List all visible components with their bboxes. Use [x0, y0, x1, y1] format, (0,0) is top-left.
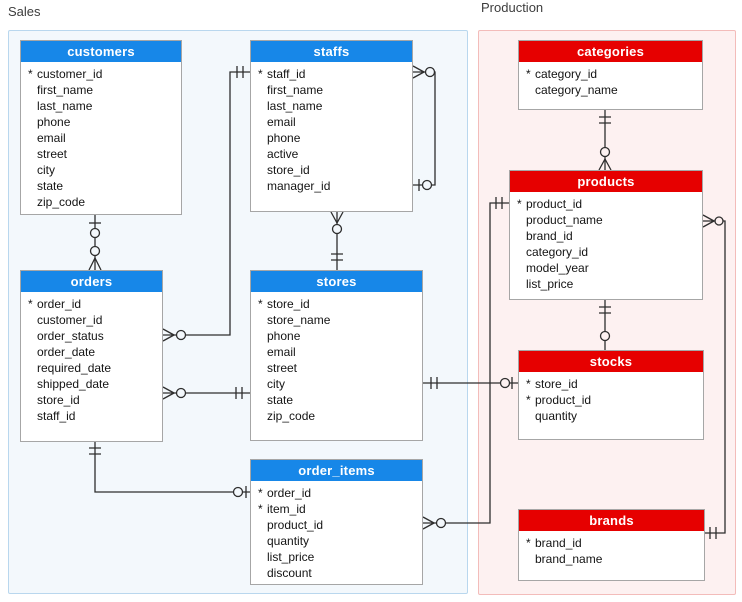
field-row: first_name — [267, 83, 324, 97]
field-row: *store_id — [526, 377, 578, 391]
field-row: *brand_id — [526, 536, 582, 550]
entity-categories-header: categories — [519, 41, 702, 62]
field-row: *staff_id — [258, 67, 306, 81]
field-row: email — [267, 345, 296, 359]
field-row: model_year — [526, 261, 589, 275]
field-row: discount — [267, 566, 312, 580]
field-row: quantity — [267, 534, 310, 548]
field-row: customer_id — [37, 313, 103, 327]
field-row: store_id — [37, 393, 80, 407]
field-row: zip_code — [37, 195, 86, 209]
field-row: shipped_date — [37, 377, 110, 391]
field-row: phone — [267, 131, 301, 145]
field-row: product_name — [526, 213, 603, 227]
field-row: list_price — [526, 277, 574, 291]
field-row: *product_id — [526, 393, 592, 407]
field-row: phone — [37, 115, 71, 129]
field-row: email — [37, 131, 66, 145]
entity-orders-header: orders — [21, 271, 162, 292]
field-row: zip_code — [267, 409, 316, 423]
entity-stores-header: stores — [251, 271, 422, 292]
field-row: phone — [267, 329, 301, 343]
entity-brands[interactable]: brands *brand_id brand_name — [518, 509, 705, 581]
field-row: state — [267, 393, 294, 407]
field-row: store_name — [267, 313, 331, 327]
field-row: brand_name — [535, 552, 603, 566]
field-row: staff_id — [37, 409, 76, 423]
entity-products-header: products — [510, 171, 702, 192]
field-row: category_id — [526, 245, 589, 259]
field-row: *order_id — [258, 486, 312, 500]
entity-stores[interactable]: stores *store_id store_name phone email … — [250, 270, 423, 441]
field-row: order_status — [37, 329, 104, 343]
field-row: state — [37, 179, 64, 193]
field-row: street — [267, 361, 298, 375]
field-row: email — [267, 115, 296, 129]
field-row: product_id — [267, 518, 324, 532]
entity-order-items-header: order_items — [251, 460, 422, 481]
entity-brands-header: brands — [519, 510, 704, 531]
field-row: order_date — [37, 345, 96, 359]
entity-staffs-header: staffs — [251, 41, 412, 62]
field-row: last_name — [267, 99, 323, 113]
field-row: quantity — [535, 409, 578, 423]
entity-stocks[interactable]: stocks *store_id *product_id quantity — [518, 350, 704, 440]
entity-categories[interactable]: categories *category_id category_name — [518, 40, 703, 110]
field-row: required_date — [37, 361, 112, 375]
field-row: *item_id — [258, 502, 306, 516]
section-label-production: Production — [481, 0, 544, 15]
entity-orders[interactable]: orders *order_id customer_id order_statu… — [20, 270, 163, 442]
field-row: store_id — [267, 163, 310, 177]
field-row: category_name — [535, 83, 618, 97]
entity-customers[interactable]: customers *customer_id first_name last_n… — [20, 40, 182, 215]
field-row: *order_id — [28, 297, 82, 311]
field-row: brand_id — [526, 229, 573, 243]
field-row: manager_id — [267, 179, 331, 193]
entity-order-items[interactable]: order_items *order_id *item_id product_i… — [250, 459, 423, 585]
entity-stocks-header: stocks — [519, 351, 703, 372]
field-row: *category_id — [526, 67, 598, 81]
field-row: street — [37, 147, 68, 161]
entity-customers-header: customers — [21, 41, 181, 62]
entity-staffs[interactable]: staffs *staff_id first_name last_name em… — [250, 40, 413, 212]
entity-products[interactable]: products *product_id product_name brand_… — [509, 170, 703, 300]
field-row: *product_id — [517, 197, 583, 211]
field-row: *customer_id — [28, 67, 103, 81]
field-row: city — [37, 163, 55, 177]
field-row: *store_id — [258, 297, 310, 311]
field-row: list_price — [267, 550, 315, 564]
field-row: city — [267, 377, 285, 391]
field-row: active — [267, 147, 299, 161]
field-row: first_name — [37, 83, 94, 97]
field-row: last_name — [37, 99, 93, 113]
section-label-sales: Sales — [8, 4, 41, 19]
